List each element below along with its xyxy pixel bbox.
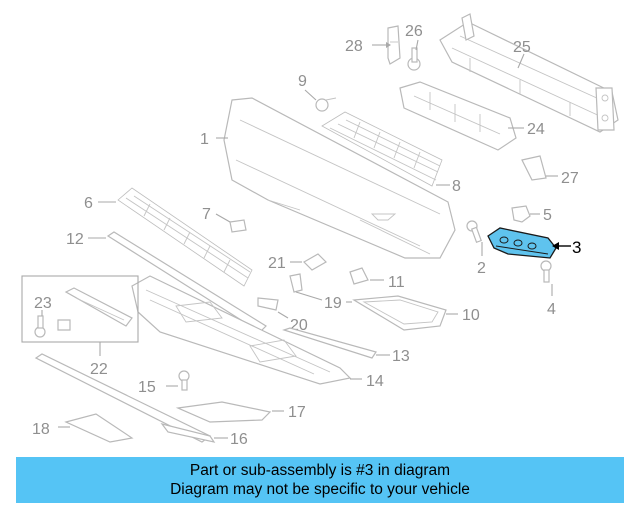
part-9-screw <box>315 97 337 112</box>
callout-16: 16 <box>214 431 248 448</box>
callout-15: 15 <box>138 379 178 396</box>
callout-25: 25 <box>513 39 531 69</box>
callout-21-label: 21 <box>268 255 286 272</box>
part-1-bumper-cover <box>223 97 456 259</box>
callout-19-label: 19 <box>324 295 342 312</box>
part-26-bolt <box>407 47 421 71</box>
callout-5: 5 <box>530 207 552 224</box>
callout-9-label: 9 <box>298 73 307 90</box>
part-3-mounting-bracket <box>487 227 557 259</box>
callout-23-label: 23 <box>34 295 52 312</box>
callout-11-label: 11 <box>388 274 405 291</box>
part-16-strip <box>160 423 216 443</box>
callout-27-label: 27 <box>561 170 579 187</box>
callout-27: 27 <box>546 170 579 187</box>
callout-13: 13 <box>376 348 410 365</box>
part-lower-strip <box>34 353 212 443</box>
parts-diagram: 25 28 26 24 27 9 <box>21 13 619 448</box>
callout-28-label: 28 <box>345 38 363 55</box>
callout-12-label: 12 <box>66 231 84 248</box>
callout-16-label: 16 <box>230 431 248 448</box>
part-25-reinforcement-bar <box>439 13 619 133</box>
part-7-clip <box>229 219 247 233</box>
callout-22: 22 <box>90 361 108 378</box>
part-15-bolt <box>178 370 190 391</box>
callout-26: 26 <box>405 23 423 51</box>
callout-28: 28 <box>345 38 391 55</box>
callout-3-label: 3 <box>572 238 581 257</box>
callout-25-label: 25 <box>513 39 531 56</box>
part-5-grommet <box>511 205 531 223</box>
callout-17: 17 <box>272 404 306 421</box>
part-6-lower-grille <box>117 187 253 287</box>
callout-24-label: 24 <box>527 121 545 138</box>
banner-line-1: Part or sub-assembly is #3 in diagram <box>189 462 451 479</box>
part-12-trim-strip <box>106 231 267 333</box>
part-13-trim-moulding <box>282 327 377 359</box>
part-28-bracket <box>387 25 401 65</box>
callout-6: 6 <box>84 195 116 212</box>
callout-3: 3 <box>552 238 581 257</box>
callout-14-label: 14 <box>366 373 384 390</box>
part-10-fog-frame <box>352 295 447 331</box>
part-2-bolt <box>466 220 482 244</box>
callout-4: 4 <box>547 284 556 318</box>
callout-12: 12 <box>66 231 106 248</box>
part-27-clip <box>521 155 547 181</box>
callout-24: 24 <box>508 121 545 138</box>
callout-23: 23 <box>34 295 52 316</box>
callout-1-label: 1 <box>200 131 209 148</box>
callout-2-label: 2 <box>477 260 486 277</box>
callout-7-label: 7 <box>202 206 211 223</box>
callout-17-label: 17 <box>288 404 306 421</box>
part-24-absorber <box>399 81 517 151</box>
callout-8: 8 <box>436 178 461 195</box>
callout-18-label: 18 <box>32 421 50 438</box>
callout-10: 10 <box>446 307 480 324</box>
callout-10-label: 10 <box>462 307 480 324</box>
callout-8-label: 8 <box>452 178 461 195</box>
callout-4-label: 4 <box>547 301 556 318</box>
callout-19: 19 <box>295 291 352 312</box>
part-22-license-bracket-box <box>21 275 139 356</box>
part-20-lamp <box>257 297 279 311</box>
callout-26-label: 26 <box>405 23 423 40</box>
callout-22-label: 22 <box>90 361 108 378</box>
part-17-trim <box>175 401 272 423</box>
info-banner: Part or sub-assembly is #3 in diagram Di… <box>16 457 624 503</box>
callout-14: 14 <box>350 373 384 390</box>
part-14-lower-spoiler <box>131 275 352 385</box>
part-4-bolt <box>540 260 552 283</box>
callout-7: 7 <box>202 206 231 223</box>
callout-5-label: 5 <box>543 207 552 224</box>
part-11-clip <box>349 267 369 285</box>
part-18-deflector <box>64 413 134 443</box>
callout-9: 9 <box>298 73 317 101</box>
callout-18: 18 <box>32 421 70 438</box>
part-bracket-small <box>289 273 303 293</box>
part-8-upper-grille <box>321 111 443 187</box>
callout-21: 21 <box>268 255 302 272</box>
callout-13-label: 13 <box>392 348 410 365</box>
callout-15-label: 15 <box>138 379 156 396</box>
callout-2: 2 <box>477 242 486 277</box>
banner-line-2: Diagram may not be specific to your vehi… <box>170 481 470 498</box>
part-21-cover-cap <box>303 253 327 271</box>
callout-11: 11 <box>370 274 405 291</box>
callout-1: 1 <box>200 131 228 148</box>
callout-6-label: 6 <box>84 195 93 212</box>
